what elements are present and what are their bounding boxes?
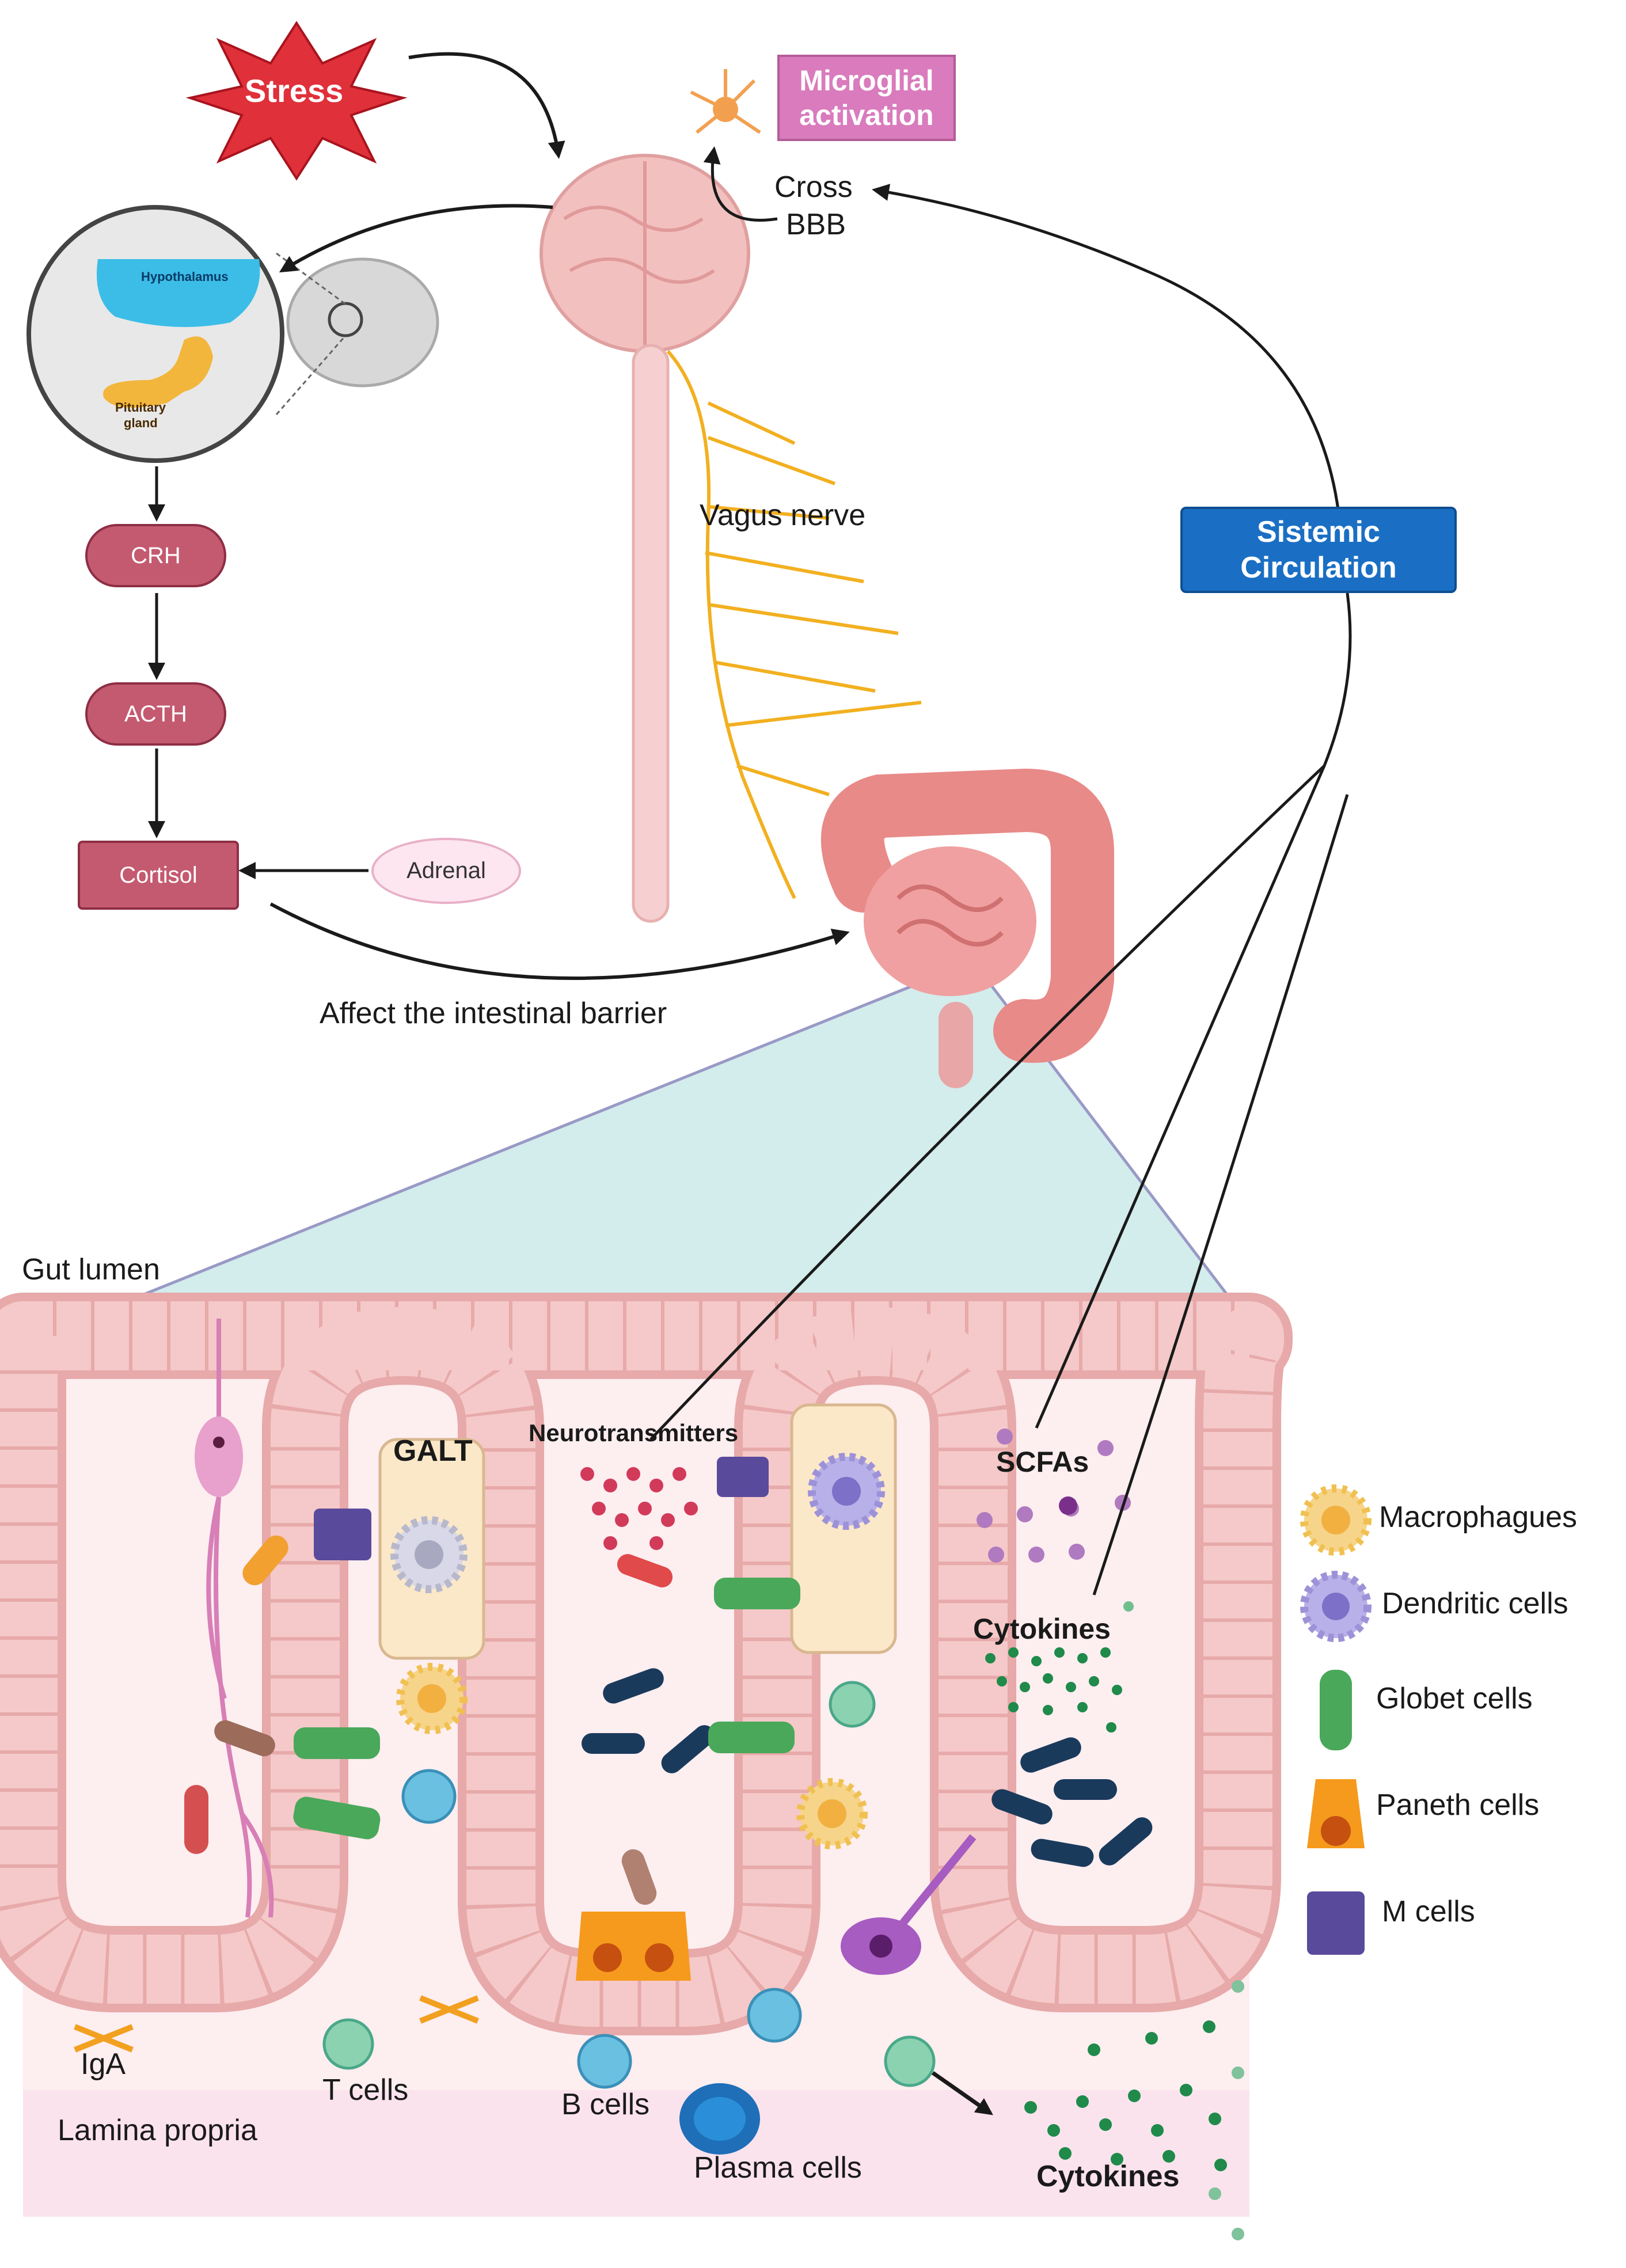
adrenal-label: Adrenal (406, 858, 486, 883)
intestine (820, 768, 1114, 1088)
adrenal-ellipse: Adrenal (371, 838, 521, 904)
vagus-nerve (666, 350, 922, 899)
neuron-body (195, 1416, 243, 1497)
immune-cells (74, 1453, 977, 2155)
spinal-cord (632, 344, 670, 923)
lamina-propria-label: Lamina propria (58, 2114, 257, 2147)
t-cells-label: T cells (322, 2073, 409, 2107)
b-cells-label: B cells (561, 2088, 650, 2121)
systemic-label-1: Sistemic (1257, 515, 1380, 549)
cross-bbb-label-2: BBB (786, 208, 846, 241)
legend-dendritic-label: Dendritic cells (1382, 1587, 1568, 1620)
vagus-nerve-label: Vagus nerve (700, 499, 866, 532)
line-systemic-to-neurotransmitters (649, 592, 1352, 1441)
acth-label: ACTH (124, 701, 187, 727)
gut-lumen-label: Gut lumen (22, 1253, 160, 1286)
microglia-cell (690, 69, 761, 134)
hypothalamus-label: Hypothalamus (141, 269, 229, 284)
acth-box: ACTH (85, 682, 226, 746)
scfas-label: SCFAs (996, 1446, 1089, 1478)
legend-goblet-label: Globet cells (1376, 1682, 1533, 1715)
scfa-dots (977, 1429, 1131, 1563)
crh-label: CRH (131, 542, 181, 568)
systemic-label-2: Circulation (1240, 551, 1397, 584)
legend-paneth-label: Paneth cells (1376, 1788, 1540, 1822)
cytokines-bottom-label: Cytokines (1036, 2160, 1180, 2193)
cortisol-label: Cortisol (119, 862, 197, 888)
enteric-neuron (206, 1319, 274, 1918)
neuron-nucleus (213, 1437, 225, 1448)
crh-box: CRH (85, 524, 226, 587)
cortisol-box: Cortisol (78, 841, 239, 910)
cytokines-top-label: Cytokines (973, 1613, 1111, 1645)
cross-bbb-label-1: Cross (774, 170, 853, 204)
cytokine-dots-lower (1024, 1980, 1244, 2240)
pituitary-gland (103, 336, 213, 408)
systemic-circulation-box: Sistemic Circulation (1180, 507, 1457, 593)
intestinal-barrier-label: Affect the intestinal barrier (320, 997, 667, 1030)
microglial-activation-box: Microglial activation (777, 55, 956, 141)
stress-label: Stress (245, 73, 344, 109)
line-systemic-to-cytokines (1092, 794, 1349, 1595)
neurotransmitters-label: Neurotransmitters (529, 1419, 739, 1446)
stress-star (185, 21, 408, 181)
line-systemic-to-scfas (1035, 765, 1326, 1429)
arrow-tcell-to-cytokines (931, 2071, 993, 2115)
arrow-systemic-to-bbb (872, 184, 1344, 594)
brain-folds (563, 161, 715, 345)
villi-epithelium (0, 1293, 1293, 2035)
plasma-cells-label: Plasma cells (694, 2151, 862, 2185)
neurotransmitter-dots (580, 1467, 698, 1550)
hypothalamus-region (97, 259, 260, 327)
microglia-body (713, 97, 738, 122)
legend-m-cells-label: M cells (1382, 1895, 1475, 1928)
galt-label: GALT (393, 1434, 473, 1468)
arrow-brain-to-hypothalamus (279, 204, 553, 273)
legend-macrophages-label: Macrophagues (1379, 1500, 1577, 1534)
arrow-stress-to-brain (408, 52, 565, 159)
microglial-label: Microglial activation (799, 64, 934, 131)
cytokine-dots-upper (985, 1601, 1134, 1733)
arrow-cortisol-to-gut (269, 902, 850, 980)
bacteria (184, 1535, 1153, 1905)
arrow-bbb-to-microglia (703, 146, 778, 222)
pituitary-label-1: Pituitary (115, 400, 166, 415)
pituitary-label-2: gland (124, 416, 158, 430)
legend-icons (1300, 1484, 1372, 1955)
iga-label: IgA (81, 2047, 126, 2081)
lamina-propria-band (23, 2090, 1249, 2217)
